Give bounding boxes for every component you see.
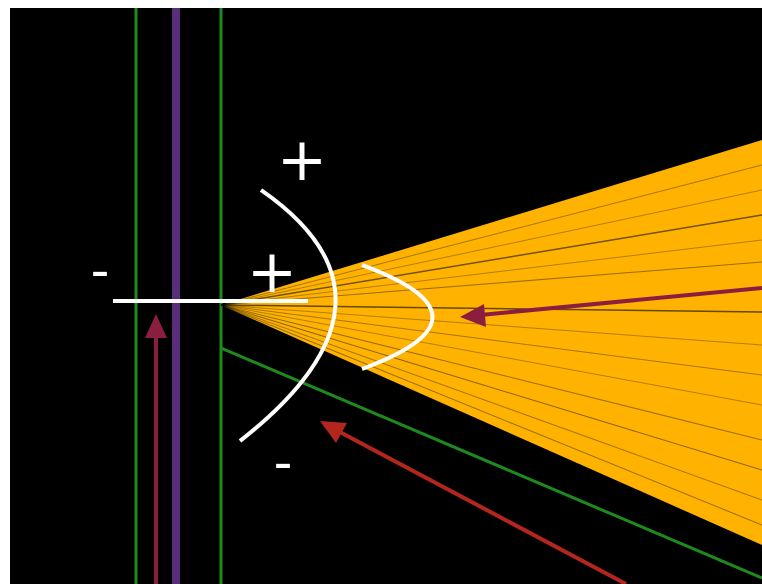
outer-arc-top-sign: + <box>277 125 327 195</box>
ray-streak <box>220 304 762 406</box>
ray-streak <box>220 304 762 376</box>
ray-streak <box>220 304 762 471</box>
arrow-up-left-icon <box>320 421 627 584</box>
ray-streak <box>220 304 762 441</box>
ray-streak <box>220 304 762 346</box>
left-line-sign: - <box>91 241 110 301</box>
inner-white-arc <box>361 263 435 371</box>
arrow-left-icon <box>460 286 762 327</box>
ray-streak <box>220 304 762 313</box>
inner-arc-top-sign: + <box>247 237 297 307</box>
ray-streak <box>220 304 762 526</box>
outer-white-arc <box>238 188 338 443</box>
arrow-up-icon <box>145 314 167 584</box>
ray-streak <box>220 304 762 501</box>
ray-fan-body <box>221 140 762 545</box>
ray-streak <box>220 214 762 306</box>
ray-streak <box>220 164 762 306</box>
outer-arc-bottom-sign: - <box>274 433 293 493</box>
diagonal-green-boundary <box>220 346 762 580</box>
ray-streak <box>220 189 762 306</box>
ray-streak <box>220 239 762 306</box>
ray-streak <box>220 261 762 306</box>
ray-fan <box>220 140 762 545</box>
